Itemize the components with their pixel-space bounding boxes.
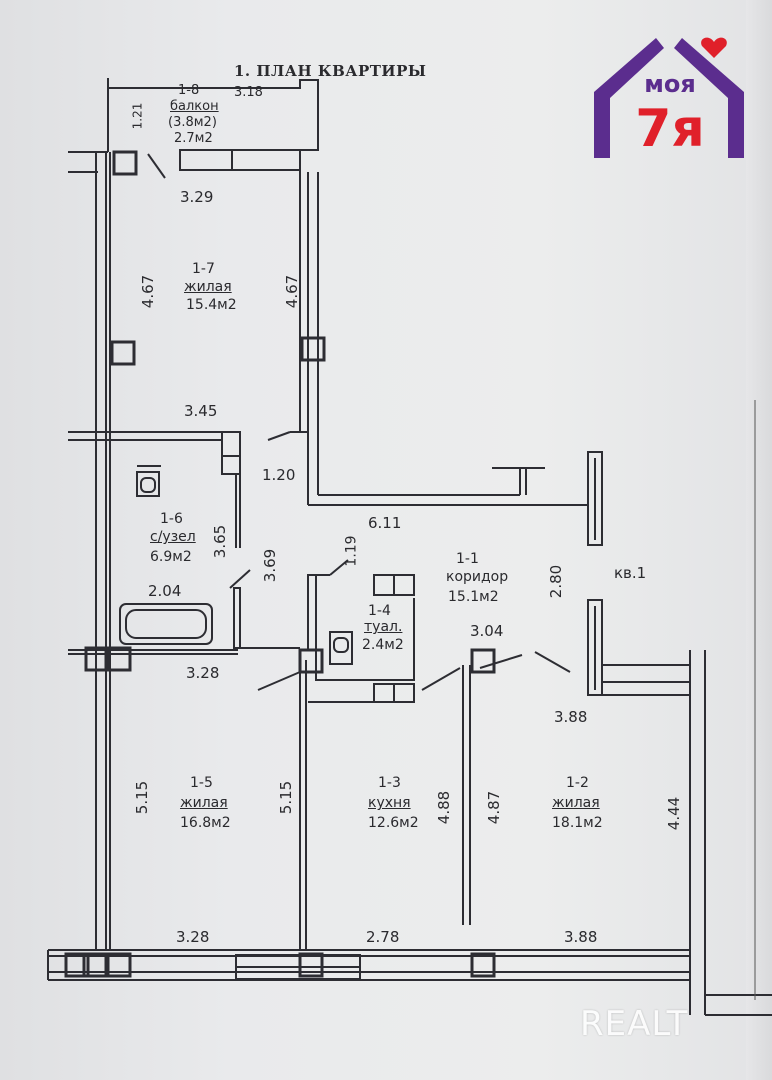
room-1-2-id: 1-2 — [566, 775, 589, 791]
balcony-area: 2.7м2 — [174, 131, 213, 146]
bathroom-fixtures — [119, 465, 251, 649]
room-1-4-name: туал. — [364, 619, 403, 635]
dim-bath-bottom: 2.04 — [148, 582, 182, 600]
dim-room15-top: 3.28 — [186, 664, 220, 682]
dim-room17-right: 4.67 — [283, 274, 302, 309]
room-1-4-area: 2.4м2 — [362, 637, 404, 653]
bottom-exterior-wall — [47, 949, 690, 981]
room-1-2-name: жилая — [552, 795, 600, 811]
columns — [64, 150, 496, 978]
balcony-gross-area: (3.8м2) — [168, 115, 217, 130]
dim-corridor-right: 2.80 — [547, 564, 566, 599]
dim-kitchen-right: 4.88 — [435, 790, 454, 825]
realt-watermark: REALT — [580, 1004, 689, 1044]
partition-kitchen-room12 — [462, 651, 571, 925]
corridor-right-partition — [587, 451, 690, 696]
logo-roof-right — [674, 38, 744, 158]
room-1-1-id: 1-1 — [456, 551, 479, 567]
balcony-name: балкон — [170, 99, 219, 114]
logo-roof-left — [594, 38, 664, 158]
plan-title: 1. ПЛАН КВАРТИРЫ — [234, 62, 427, 80]
room-1-5-area: 16.8м2 — [180, 815, 231, 831]
dim-toilet-top: 1.19 — [343, 535, 360, 567]
dim-room15-left: 5.15 — [133, 780, 152, 815]
heart-icon — [701, 37, 727, 58]
moya-7ya-logo: моя 7я — [594, 37, 744, 159]
balcony-outline — [107, 78, 319, 179]
wall-bath-room15 — [68, 647, 301, 691]
room-1-1-area: 15.1м2 — [448, 589, 499, 605]
corridor-top-wall — [308, 467, 588, 506]
balcony-id: 1-8 — [178, 83, 200, 98]
logo-text-bottom: 7я — [635, 99, 705, 159]
dim-room12-top: 3.88 — [554, 708, 588, 726]
room-1-1-name: коридор — [446, 569, 509, 585]
room-1-2-area: 18.1м2 — [552, 815, 603, 831]
dim-bath-side: 3.65 — [211, 524, 230, 559]
room-1-6-name: с/узел — [150, 529, 196, 545]
dim-corridor-top: 6.11 — [368, 514, 402, 532]
dim-bottom-right: 3.88 — [564, 928, 598, 946]
room-1-7-id: 1-7 — [192, 261, 215, 277]
partition-room15-kitchen — [299, 660, 307, 950]
dim-bath-right: 3.69 — [261, 548, 280, 583]
wall-room17-bath — [68, 431, 308, 475]
dim-corridor-nook: 1.20 — [262, 466, 296, 484]
dim-balcony-height: 1.21 — [130, 102, 145, 130]
room-1-3-id: 1-3 — [378, 775, 401, 791]
room-1-6-area: 6.9м2 — [150, 549, 192, 565]
dim-balcony-width: 3.18 — [234, 85, 263, 100]
dim-room15-right: 5.15 — [277, 780, 296, 815]
dim-room12-right: 4.44 — [665, 796, 684, 831]
dim-corridor-bottom: 3.04 — [470, 622, 504, 640]
dim-room12-left: 4.87 — [485, 790, 504, 825]
room-1-4-id: 1-4 — [368, 603, 391, 619]
logo-text-top: моя — [644, 70, 696, 98]
dim-bottom-left: 3.28 — [176, 928, 210, 946]
sheet-edge — [746, 0, 772, 1080]
right-exterior-wall — [689, 650, 772, 1016]
toilet-block — [307, 559, 461, 703]
room-1-3-area: 12.6м2 — [368, 815, 419, 831]
dim-room17-left: 4.67 — [139, 274, 158, 309]
room-1-5-id: 1-5 — [190, 775, 213, 791]
dim-room17-top: 3.29 — [180, 188, 214, 206]
dim-room17-bottom: 3.45 — [184, 402, 218, 420]
apartment-label: кв.1 — [614, 564, 647, 582]
room-1-6-id: 1-6 — [160, 511, 183, 527]
dim-bottom-mid: 2.78 — [366, 928, 400, 946]
left-exterior-wall — [95, 152, 111, 950]
room-1-5-name: жилая — [180, 795, 228, 811]
room-1-3-name: кухня — [368, 795, 411, 811]
room-1-7-name: жилая — [184, 279, 232, 295]
room-1-7-area: 15.4м2 — [186, 297, 237, 313]
